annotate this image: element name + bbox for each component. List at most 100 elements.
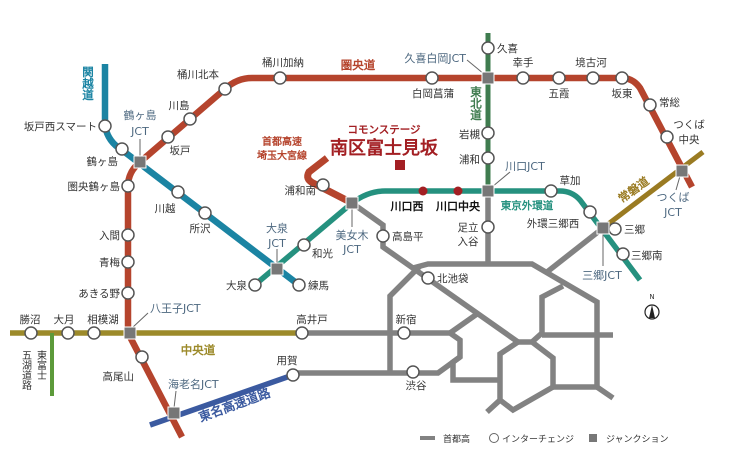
kanetsu-expressway-line <box>101 64 301 288</box>
label-iruma: 入間 <box>99 230 120 242</box>
interchange-marker-sakadonishi <box>98 119 112 133</box>
interchange-marker-kawagoe <box>171 185 185 199</box>
label-tsurugashima: 鶴ヶ島 <box>87 155 119 168</box>
label-yoga: 用賀 <box>277 355 298 367</box>
label-kuki: 久喜 <box>497 42 518 55</box>
interchange-marker-tsukubachuo <box>660 130 674 144</box>
shutoko-south-line <box>485 339 555 415</box>
junction-marker-tsukuba <box>675 164 689 178</box>
shutoko-link <box>450 354 500 383</box>
interchange-marker-okegawakano <box>273 71 287 85</box>
label-jct-oizumi-2: JCT <box>267 237 286 250</box>
label-sakaikoga: 境古河 <box>575 56 607 69</box>
label-otsuki: 大月 <box>54 313 75 326</box>
interchange-marker-otsuki <box>61 326 75 340</box>
junction-marker-kukishiraoka <box>481 71 495 85</box>
shutoko-shinjuku-shibuya-line <box>293 330 463 376</box>
junction-marker-tsurugashima <box>133 155 147 169</box>
interchange-marker-sagamiko <box>87 326 101 340</box>
legend-junction-icon <box>589 434 597 442</box>
label-kawajima: 川島 <box>169 99 190 112</box>
junction-marker-oizumi <box>270 262 284 276</box>
interchange-marker-iwatsuki <box>481 126 495 140</box>
label-ome: 青梅 <box>99 256 120 269</box>
label-jct-tsurugashima-1: 鶴ヶ島 <box>124 108 157 122</box>
interchange-marker-misato <box>608 222 622 236</box>
road-label-saitama-1: 首都高速 <box>262 135 302 148</box>
label-jct-bijogi-2: JCT <box>342 243 361 256</box>
label-takaosan: 高尾山 <box>103 370 135 383</box>
junction-marker-bijogi <box>345 196 359 210</box>
interchange-marker-yoga <box>286 368 300 382</box>
label-shinjuku: 新宿 <box>396 313 417 326</box>
label-nerima: 練馬 <box>308 279 329 292</box>
label-goka: 五霞 <box>549 88 570 100</box>
label-urawaminami: 浦和南 <box>285 184 317 197</box>
road-label-goko: 五湖道路 <box>20 350 32 391</box>
road-label-tohoku: 東北道 <box>469 85 483 121</box>
shutoko-loop-line <box>412 261 615 401</box>
label-sakado: 坂戸 <box>170 145 191 157</box>
interchange-marker-bando <box>615 71 629 85</box>
label-okegawakitamoto: 桶川北本 <box>177 68 219 81</box>
compass-north-label: N <box>649 293 654 301</box>
label-sagamiko: 相模湖 <box>87 313 119 326</box>
junction-markers <box>123 71 689 420</box>
interchange-marker-goka <box>552 71 566 85</box>
label-adachiiriya-1: 足立 <box>458 221 479 234</box>
property-title: 南区富士見坂 <box>330 137 439 159</box>
label-sakadonishi: 坂戸西スマート <box>24 121 97 133</box>
junction-marker-ebina <box>167 406 181 420</box>
label-takaido: 高井戸 <box>296 313 328 326</box>
legend: 首都高 インターチェンジ ジャンクション <box>420 433 669 445</box>
interchange-marker-takaosan <box>135 350 149 364</box>
interchange-marker-soka <box>544 184 558 198</box>
north-compass: N <box>644 293 660 320</box>
interchange-marker-okegawakitamoto <box>218 82 232 96</box>
interchange-marker-oizumi <box>248 278 262 292</box>
interchange-marker-katsunuma <box>24 326 38 340</box>
label-katsunuma: 勝沼 <box>20 313 41 326</box>
label-tokorozawa: 所沢 <box>190 222 211 235</box>
compass-needle-icon <box>649 305 655 318</box>
legend-junction-label: ジャンクション <box>606 434 669 445</box>
label-joso: 常総 <box>659 96 680 109</box>
interchange-marker-urawa <box>481 151 495 165</box>
label-kenotsurugashima: 圏央鶴ヶ島 <box>68 180 121 193</box>
interchange-marker-takaido <box>295 326 309 340</box>
label-adachiiriya-2: 入谷 <box>458 236 479 248</box>
label-jct-tsurugashima-2: JCT <box>130 125 149 138</box>
label-misatominami: 三郷南 <box>631 249 663 262</box>
interchange-marker-shiraokashobu <box>425 71 439 85</box>
label-tsukubachuo-1: つくば <box>673 119 705 131</box>
interchange-marker-ome <box>121 255 135 269</box>
property-location-marker <box>395 160 405 170</box>
interchange-marker-shinjuku <box>397 326 411 340</box>
road-label-saitama-2: 埼玉大宮線 <box>257 149 307 162</box>
shutoko-west-line <box>387 264 422 374</box>
label-jct-misato: 三郷JCT <box>582 268 622 282</box>
junction-marker-kawaguchi <box>481 184 495 198</box>
label-iwatsuki: 岩槻 <box>459 128 480 141</box>
label-soka: 草加 <box>560 175 581 187</box>
road-label-joban: 常磐道 <box>616 174 653 206</box>
label-jct-tsukuba-2: JCT <box>663 206 682 219</box>
interchange-markers <box>24 41 674 382</box>
label-jct-tsukuba-1: つくば <box>657 191 690 204</box>
label-takashimadaira: 高島平 <box>392 230 424 243</box>
road-label-chuo: 中央道 <box>181 343 216 357</box>
label-misato: 三郷 <box>624 223 645 236</box>
legend-interchange-label: インターチェンジ <box>502 434 574 445</box>
legend-shutoko-label: 首都高 <box>443 433 470 445</box>
road-label-higashifuji: 東富士 <box>35 349 47 380</box>
interchange-marker-tsurugashima <box>115 142 129 156</box>
label-satte: 幸手 <box>513 56 534 69</box>
label-jct-kawaguchi: 川口JCT <box>505 160 545 173</box>
road-label-kenodo: 圏央道 <box>341 58 376 72</box>
interchange-marker-satte <box>516 71 530 85</box>
interchange-marker-joso <box>643 98 657 112</box>
label-tsukubachuo-2: 中央 <box>679 133 700 146</box>
label-kitaikebukuro: 北池袋 <box>437 272 469 285</box>
interchange-marker-tokorozawa <box>198 206 212 220</box>
